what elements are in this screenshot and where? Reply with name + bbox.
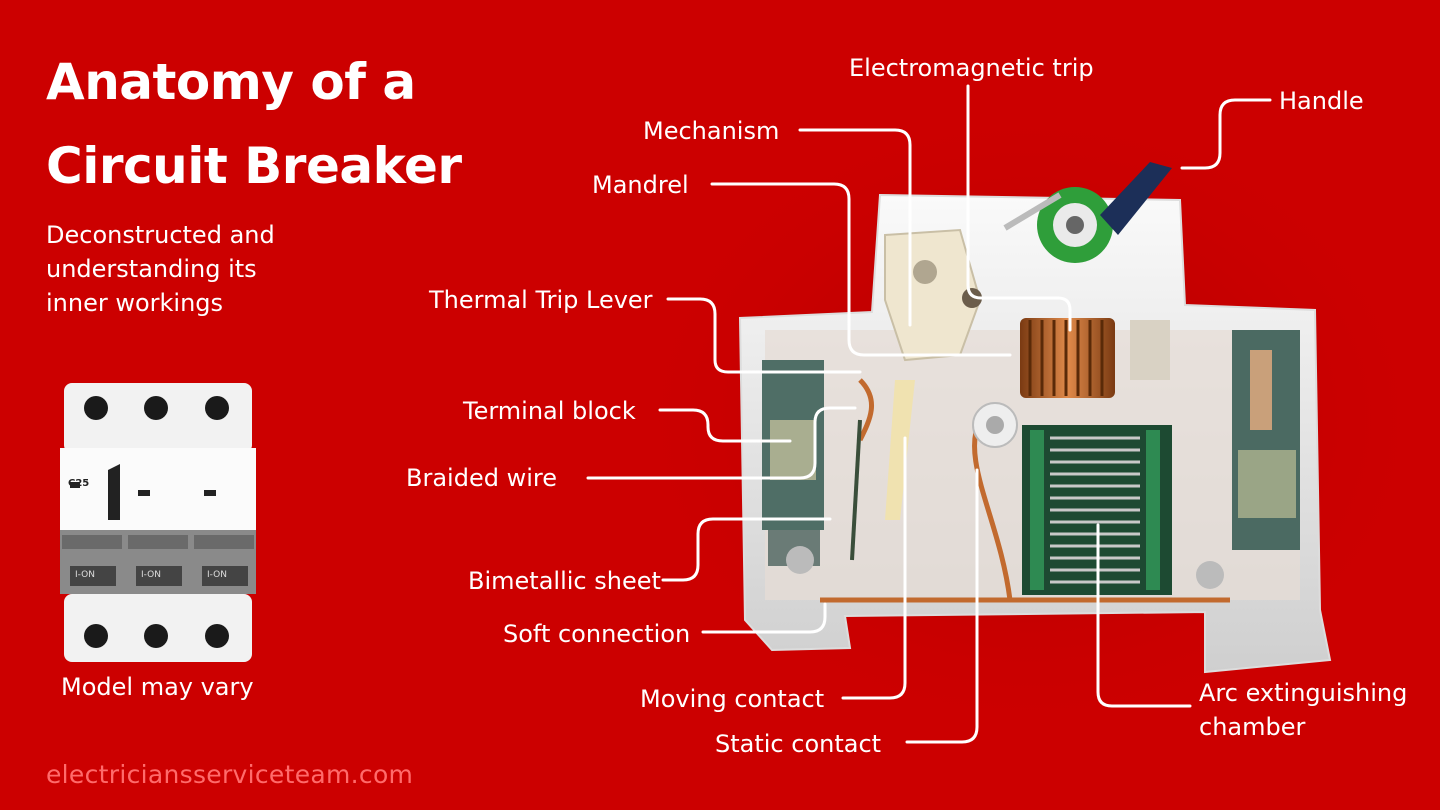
label-handle: Handle [1279,87,1364,115]
handle-lever [1100,162,1172,235]
leader-moving-contact [841,436,907,700]
leader-braided-wire [586,406,857,480]
arc-plates [1050,436,1140,584]
label-braided-wire: Braided wire [406,464,557,492]
title-line-2: Circuit Breaker [46,137,462,195]
switch-label-3: I-ON [207,570,227,580]
leader-bimetallic-sheet [661,517,832,582]
label-bimetallic-sheet: Bimetallic sheet [468,567,661,595]
leader-mechanism [798,128,912,327]
label-electromagnetic-trip: Electromagnetic trip [849,54,1094,82]
title-line-1: Anatomy of a [46,53,416,111]
label-thermal-trip-lever: Thermal Trip Lever [429,286,653,314]
breaker-rating: C25 [68,478,90,489]
leader-thermal-trip-lever [666,297,862,374]
label-arc-chamber-line-2: chamber [1199,713,1306,741]
breaker-front [60,448,256,538]
leader-terminal-block [658,408,792,443]
leader-static-contact [905,468,979,744]
label-static-contact: Static contact [715,730,882,758]
label-soft-connection: Soft connection [503,620,691,648]
leader-soft-connection [701,602,827,634]
switch-label-1: I-ON [75,570,95,580]
leader-arc-chamber [1096,523,1192,708]
label-mechanism: Mechanism [643,117,780,145]
breaker-product [60,383,256,662]
label-mandrel: Mandrel [592,171,689,199]
website-url: electriciansserviceteam.com [46,760,414,789]
label-arc-chamber: Arc extinguishing chamber [1199,676,1407,744]
subtitle-line-2: understanding its [46,255,257,283]
leader-mandrel [710,182,1012,357]
subtitle-line-3: inner workings [46,289,224,317]
bimetal [885,380,915,520]
switch-label-2: I-ON [141,570,161,580]
label-arc-chamber-line-1: Arc extinguishing [1199,679,1408,707]
model-caption: Model may vary [61,673,254,701]
leader-handle [1180,98,1272,170]
label-moving-contact: Moving contact [640,685,825,713]
label-terminal-block: Terminal block [463,397,636,425]
subtitle-line-1: Deconstructed and [46,221,275,249]
subtitle: Deconstructed and understanding its inne… [46,218,275,320]
leader-electromagnetic-trip [966,84,1072,332]
page-title: Anatomy of a Circuit Breaker [46,40,462,208]
